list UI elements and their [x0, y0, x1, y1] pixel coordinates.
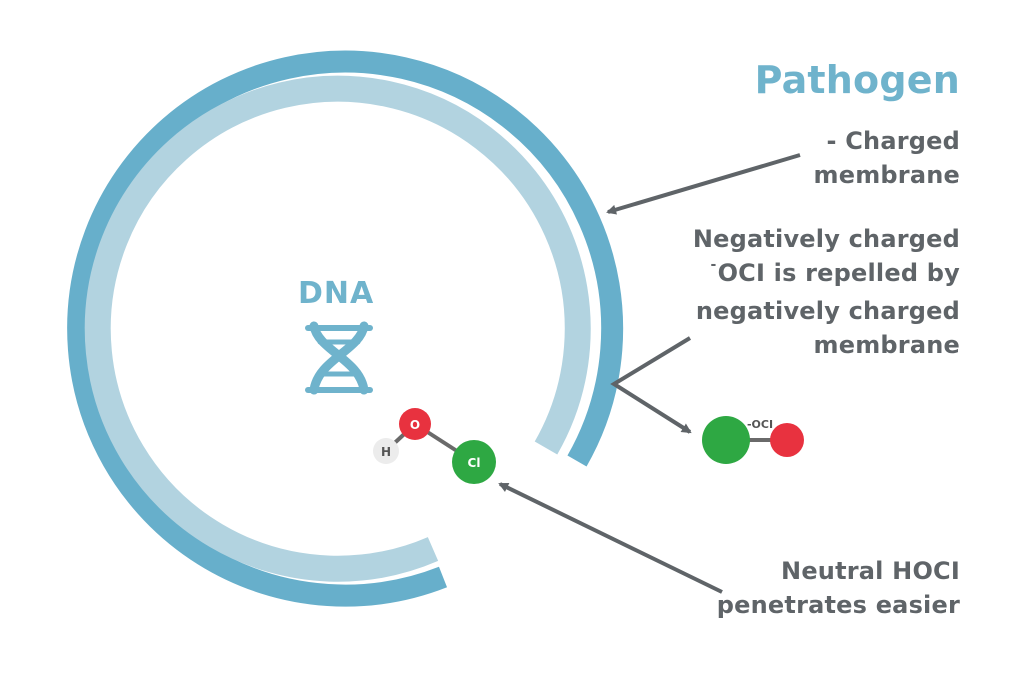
dna-helix-icon — [305, 321, 373, 395]
repel-arrow — [610, 336, 692, 434]
ocl-repelled-line-2: -OCI is repelled by — [693, 256, 960, 294]
membrane-inner-ring — [84, 75, 591, 582]
charged-membrane-label: - Charged membrane — [814, 124, 960, 192]
ocl-chlorine-atom — [702, 416, 750, 464]
ocl-repelled-line-4: membrane — [813, 331, 960, 359]
ocl-repelled-line-3: negatively charged — [695, 297, 960, 325]
dna-label: DNA — [298, 276, 375, 311]
ocl-oxygen-atom — [770, 423, 804, 457]
chlorine-atom — [452, 440, 496, 484]
penetrate-arrow — [498, 482, 723, 594]
negative-charge-sup: - — [710, 257, 717, 273]
neutral-hocl-line-1: Neutral HOCI — [781, 557, 960, 585]
pathogen-title: Pathogen — [754, 58, 960, 102]
chlorine-label: Cl — [468, 456, 481, 470]
charged-membrane-line-2: membrane — [813, 161, 960, 189]
hydrogen-label: H — [381, 445, 391, 459]
ocl-molecule: -OCI — [702, 416, 804, 464]
oxygen-atom — [399, 408, 431, 440]
neutral-hocl-line-2: penetrates easier — [716, 591, 960, 619]
membrane-outer-ring — [67, 50, 624, 607]
oxygen-label: O — [410, 418, 420, 432]
hydrogen-atom — [373, 438, 399, 464]
ocl-repelled-line-2-text: OCI is repelled by — [717, 259, 960, 287]
charged-membrane-line-1: - Charged — [826, 127, 960, 155]
hocl-molecule: H O Cl — [373, 408, 496, 484]
neutral-hocl-label: Neutral HOCI penetrates easier — [717, 554, 960, 622]
ocl-repelled-label: Negatively charged -OCI is repelled by n… — [693, 222, 960, 362]
ocl-label: -OCI — [747, 418, 773, 431]
membrane-arrow — [606, 153, 801, 215]
ocl-repelled-line-1: Negatively charged — [692, 225, 960, 253]
